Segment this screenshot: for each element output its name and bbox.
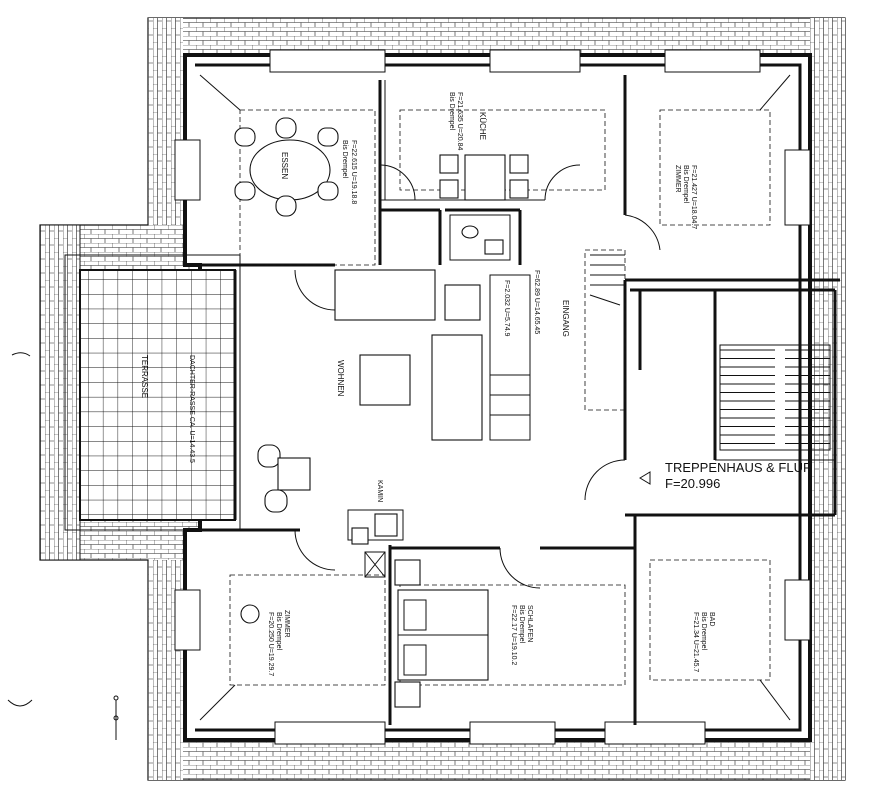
label-zimmer-sw-area: F=20.250 U=19.29.7: [267, 612, 274, 676]
doors: [294, 164, 661, 589]
label-wc-area: F=2.032 U=5.74.9: [503, 280, 510, 337]
wc-fixtures: [449, 214, 511, 261]
label-kueche: KÜCHE: [478, 112, 487, 140]
label-eingang: EINGANG: [561, 300, 570, 337]
label-kueche-area: F=21.635 U=20.84: [456, 92, 463, 150]
staircase: [589, 254, 831, 451]
living-furniture: [257, 269, 531, 513]
label-zimmer-ne-note: Bis Drempel: [682, 165, 689, 204]
label-zimmer-sw: ZIMMER: [283, 610, 290, 638]
label-terrasse: TERRASSE: [140, 355, 149, 398]
label-essen-area: F=22.615 U=19.18.8: [350, 140, 357, 204]
room-zimmer-sw-furniture: [240, 604, 260, 624]
label-zimmer-ne: ZIMMER: [674, 165, 681, 193]
label-zimmer-ne-area: F=21.427 U=18.04.7: [690, 165, 697, 229]
label-treppenhaus: TREPPENHAUS & FLUR: [665, 460, 812, 475]
dining-furniture: [234, 117, 339, 217]
room-labels: ESSEN Bis Drempel F=22.615 U=19.18.8 KÜC…: [140, 92, 812, 676]
label-schlafen-note: Bis Drempel: [518, 605, 525, 644]
kitchen-furniture: [384, 80, 529, 201]
label-bad-note: Bis Drempel: [700, 612, 707, 651]
label-kamin: KAMIN: [376, 480, 383, 502]
label-kueche-note: Bis Drempel: [448, 92, 455, 131]
label-bad-area: F=21.34 U=21.45.7: [692, 612, 699, 672]
label-essen-note: Bis Drempel: [341, 140, 348, 179]
label-terrasse-area: DACHTER-RASSE CA. U=14.43.5: [188, 355, 195, 463]
fireplace: [347, 509, 404, 578]
terrace: [64, 254, 241, 531]
margin-marks: [7, 352, 119, 740]
label-wohnen: WOHNEN: [336, 360, 345, 397]
label-schlafen-area: F=22.17 U=19.10.2: [510, 605, 517, 665]
label-zimmer-sw-note: Bis Drempel: [275, 612, 282, 651]
label-bad: BAD: [708, 612, 715, 626]
label-essen: ESSEN: [280, 152, 289, 179]
label-schlafen: SCHLAFEN: [526, 605, 533, 642]
label-treppenhaus-area: F=20.996: [665, 476, 720, 491]
label-eingang-area: F=62.89 U=14.65.45: [533, 270, 540, 334]
bedroom-furniture: [394, 559, 489, 708]
